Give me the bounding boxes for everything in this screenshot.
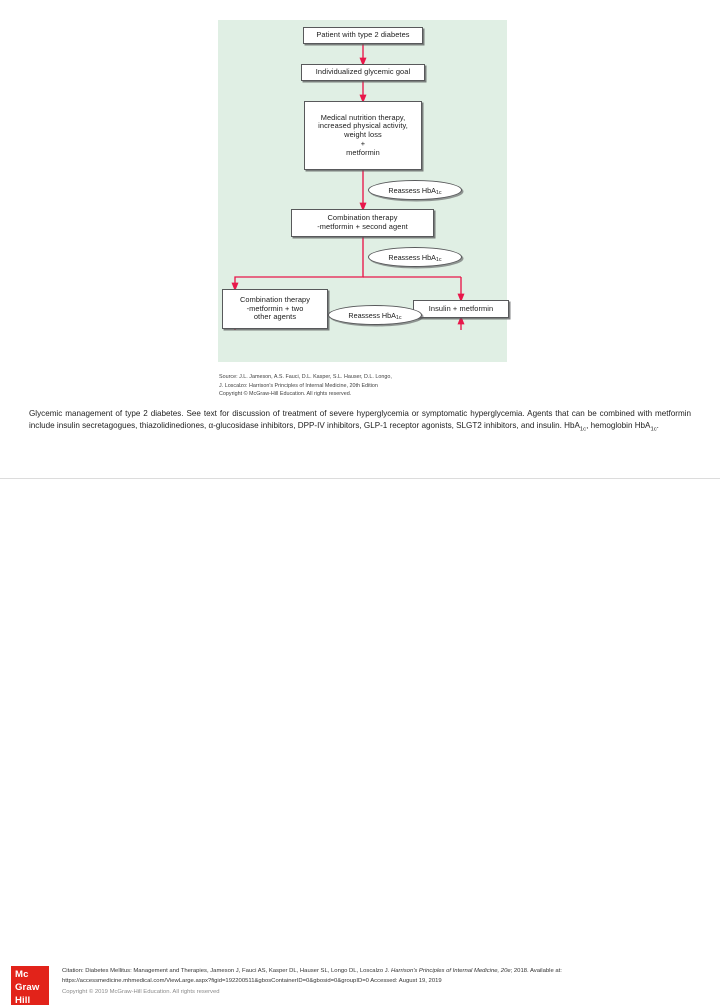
node-line: -metformin + two [247, 304, 304, 313]
figure-panel: Patient with type 2 diabetes Individuali… [218, 20, 507, 362]
node-label: Patient with type 2 diabetes [316, 31, 409, 40]
logo-line-1: Mc [15, 969, 49, 982]
node-line: Combination therapy [240, 295, 310, 304]
reassess-label: Reassess HbA1c [388, 253, 441, 262]
node-individualized-glycemic-goal: Individualized glycemic goal [301, 64, 425, 81]
node-line: increased physical activity, [318, 121, 408, 130]
reassess-text: Reassess HbA [388, 253, 436, 262]
source-line-2: J. Loscalzo: Harrison's Principles of In… [219, 382, 519, 391]
figure-caption: Glycemic management of type 2 diabetes. … [29, 408, 691, 435]
citation-title: Harrison's Principles of Internal Medici… [391, 968, 511, 974]
reassess-text: Reassess HbA [388, 186, 436, 195]
footer: Mc Graw Hill Citation: Diabetes Mellitus… [0, 479, 720, 542]
node-reassess-hba1c-1: Reassess HbA1c [368, 180, 462, 200]
reassess-subscript: 1c [396, 315, 402, 321]
reassess-subscript: 1c [436, 257, 442, 263]
mcgraw-hill-logo: Mc Graw Hill [11, 966, 49, 1005]
caption-text-3: . [657, 421, 659, 430]
node-label: Combination therapy -metformin + two oth… [240, 296, 310, 322]
node-combination-therapy-two-other-agents: Combination therapy -metformin + two oth… [222, 289, 328, 329]
node-combination-therapy-second-agent: Combination therapy -metformin + second … [291, 209, 434, 237]
citation-text: Citation: Diabetes Mellitus: Management … [62, 966, 682, 987]
source-line-1: Source: J.L. Jameson, A.S. Fauci, D.L. K… [219, 373, 519, 382]
reassess-text: Reassess HbA [348, 311, 396, 320]
node-insulin-plus-metformin: Insulin + metformin [413, 300, 509, 318]
reassess-subscript: 1c [436, 190, 442, 196]
node-line: + [361, 139, 365, 148]
figure-source-block: Source: J.L. Jameson, A.S. Fauci, D.L. K… [219, 373, 519, 399]
logo-line-2: Graw [15, 982, 49, 995]
node-line: metformin [346, 148, 380, 157]
node-label: Medical nutrition therapy, increased phy… [318, 114, 408, 158]
caption-text-2: , hemoglobin HbA [586, 421, 650, 430]
node-line: weight loss [344, 130, 382, 139]
citation-prefix: Citation: Diabetes Mellitus: Management … [62, 968, 391, 974]
node-reassess-hba1c-3: Reassess HbA1c [328, 305, 422, 325]
node-line: -metformin + second agent [317, 222, 408, 231]
logo-line-3: Hill [15, 995, 49, 1007]
node-medical-nutrition-therapy: Medical nutrition therapy, increased phy… [304, 101, 422, 170]
node-label: Individualized glycemic goal [316, 68, 410, 77]
node-patient-with-type-2-diabetes: Patient with type 2 diabetes [303, 27, 423, 44]
node-label: Insulin + metformin [429, 305, 494, 314]
node-line: Medical nutrition therapy, [321, 113, 406, 122]
node-reassess-hba1c-2: Reassess HbA1c [368, 247, 462, 267]
reassess-label: Reassess HbA1c [348, 311, 401, 320]
copyright-text: Copyright © 2019 McGraw-Hill Education. … [62, 988, 682, 997]
reassess-label: Reassess HbA1c [388, 186, 441, 195]
source-line-3: Copyright © McGraw-Hill Education. All r… [219, 390, 519, 399]
node-line: other agents [254, 312, 296, 321]
node-line: Combination therapy [327, 213, 397, 222]
node-label: Combination therapy -metformin + second … [317, 214, 408, 231]
